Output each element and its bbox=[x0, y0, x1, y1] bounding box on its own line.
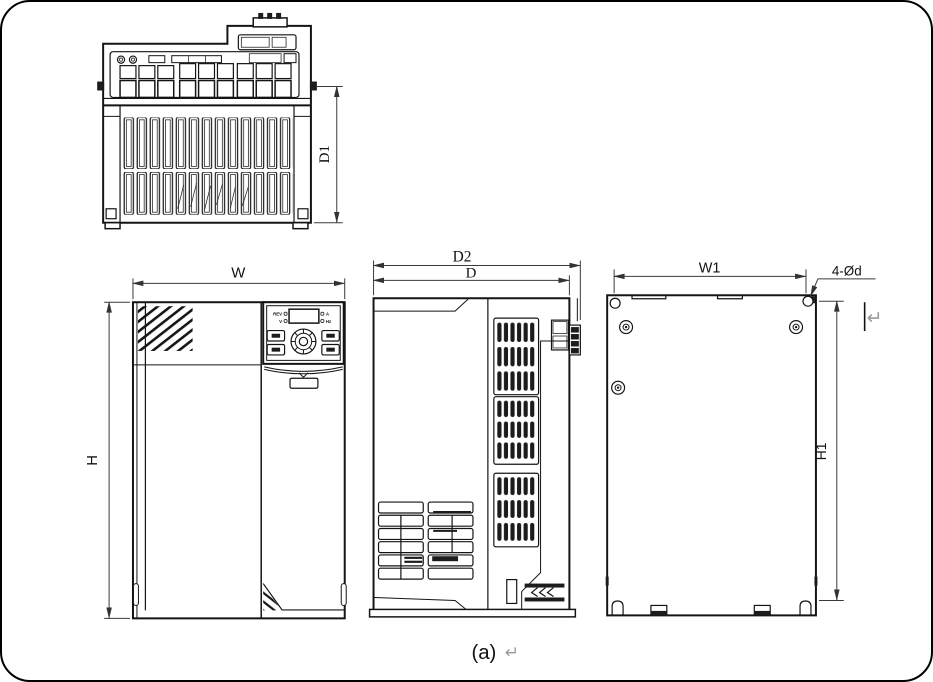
dim-w1: W1 bbox=[613, 260, 807, 294]
return-mark-icon: ↵ bbox=[867, 308, 883, 329]
clip-left bbox=[132, 583, 139, 606]
led-label-rev: REV bbox=[273, 312, 282, 317]
rear-outline bbox=[606, 294, 817, 617]
side-outline bbox=[372, 297, 571, 618]
rear-feet bbox=[611, 600, 812, 616]
paragraph-return-icon: ↵ bbox=[505, 643, 519, 662]
nameplate bbox=[289, 377, 319, 389]
dim-w: W bbox=[131, 265, 346, 300]
side-vent-grilles bbox=[493, 317, 540, 548]
top-view-foot-left bbox=[104, 221, 121, 230]
led-label-hz: Hz bbox=[326, 319, 332, 324]
clip-right bbox=[340, 583, 347, 606]
dim-label-w1: W1 bbox=[699, 260, 721, 276]
fan-blade-hints bbox=[177, 182, 249, 210]
terminal-row-group-1 bbox=[119, 65, 175, 99]
dim-label-w: W bbox=[231, 265, 246, 281]
mounting-holes bbox=[609, 295, 814, 395]
vent-grille-row-1 bbox=[123, 117, 294, 170]
terminal-row-group-2 bbox=[178, 63, 235, 99]
fan-clip-detail bbox=[506, 578, 565, 605]
dim-label-d2: D2 bbox=[453, 248, 472, 265]
terminal-area bbox=[109, 51, 300, 99]
left-ear bbox=[97, 81, 105, 91]
top-io-blocks bbox=[237, 34, 297, 64]
top-view bbox=[97, 12, 317, 230]
rear-view bbox=[605, 294, 818, 617]
led-a-icon bbox=[320, 311, 325, 316]
keypad-buttons bbox=[266, 329, 340, 356]
dim-label-h1: H1 bbox=[813, 442, 829, 460]
dim-d1: D1 bbox=[313, 85, 343, 224]
dim-label-h: H bbox=[85, 455, 101, 466]
door-arrow bbox=[298, 372, 309, 378]
led-rev-icon bbox=[283, 311, 288, 316]
dim-label-d1: D1 bbox=[317, 145, 333, 163]
terminal-row-group-3 bbox=[236, 63, 292, 99]
dim-label-holes: 4-Ød bbox=[832, 263, 862, 278]
side-base bbox=[368, 608, 577, 618]
front-view: REV V A Hz bbox=[131, 301, 347, 620]
front-hatch-corner bbox=[137, 306, 193, 351]
side-terminal-block bbox=[550, 319, 581, 356]
vent-side-columns bbox=[103, 105, 311, 223]
led-label-v: V bbox=[279, 319, 282, 324]
dim-d: D bbox=[372, 265, 570, 296]
figure-caption: (a) ↵ bbox=[471, 642, 518, 664]
top-view-foot-right bbox=[292, 221, 309, 230]
right-ear bbox=[309, 81, 317, 91]
text-cursor: ↵ bbox=[863, 302, 883, 332]
dim-h: H bbox=[85, 301, 130, 619]
caption-label: (a) bbox=[471, 642, 496, 664]
keypad-display bbox=[288, 308, 320, 324]
mounting-holes-callout: 4-Ød bbox=[810, 263, 876, 297]
side-louvres bbox=[377, 501, 474, 580]
led-v-icon bbox=[283, 319, 288, 324]
led-label-a: A bbox=[326, 312, 330, 317]
led-hz-icon bbox=[320, 319, 325, 324]
dim-label-d: D bbox=[466, 265, 477, 281]
top-connector bbox=[252, 12, 288, 28]
door-hatch-corner bbox=[263, 586, 283, 611]
side-view bbox=[368, 297, 581, 618]
keypad-panel: REV V A Hz bbox=[262, 301, 345, 365]
jog-dial bbox=[290, 328, 317, 355]
dim-h1: H1 bbox=[813, 300, 844, 601]
